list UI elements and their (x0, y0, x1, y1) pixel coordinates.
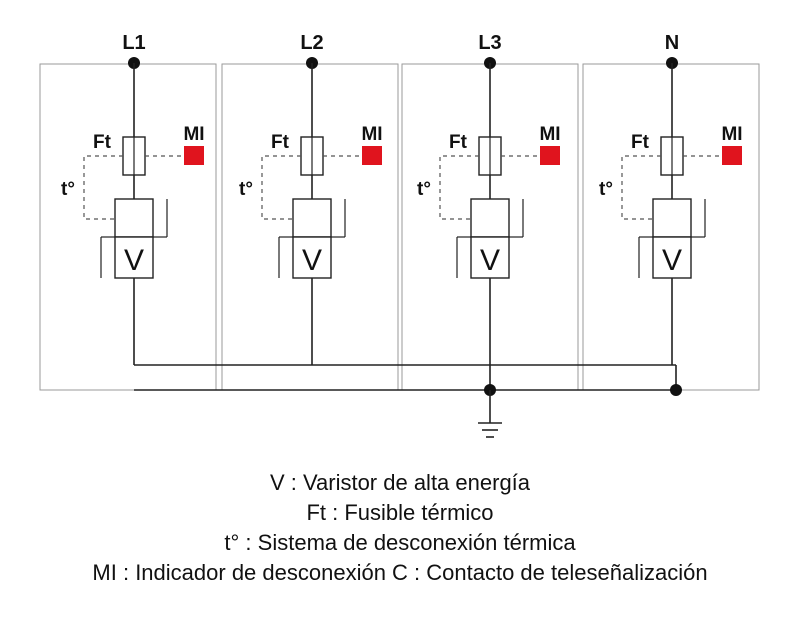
disconnect-indicator (184, 146, 204, 165)
varistor-upper (292, 198, 332, 238)
terminal-label: L1 (122, 32, 145, 54)
fuse-label: Ft (93, 132, 112, 153)
thermal-label: t° (239, 179, 253, 200)
legend-thermal-disconnect: t° : Sistema de desconexión térmica (224, 530, 576, 555)
thermal-label: t° (599, 179, 613, 200)
n-ground-node (670, 384, 682, 396)
terminal-label: N (665, 32, 679, 54)
varistor-body (470, 236, 510, 279)
fuse-label: Ft (271, 132, 290, 153)
varistor-body (114, 236, 154, 279)
disconnect-indicator (362, 146, 382, 165)
varistor-label: V (302, 244, 322, 277)
varistor-label: V (124, 244, 144, 277)
legend-thermal-fuse: Ft : Fusible térmico (306, 500, 494, 525)
disconnect-indicator (722, 146, 742, 165)
bus-layer (134, 364, 682, 438)
indicator-label: MI (183, 124, 204, 145)
indicator-label: MI (539, 124, 560, 145)
terminal-label: L3 (478, 32, 501, 54)
varistor-upper (114, 198, 154, 238)
disconnect-indicator (540, 146, 560, 165)
varistor-label: V (480, 244, 500, 277)
legend-indicator-contact: MI : Indicador de desconexión C : Contac… (92, 560, 708, 585)
thermal-label: t° (61, 179, 75, 200)
varistor-upper (470, 198, 510, 238)
terminal-label: L2 (300, 32, 323, 54)
thermal-label: t° (417, 179, 431, 200)
earth-ground-icon (478, 422, 502, 438)
fuse-label: Ft (631, 132, 650, 153)
thermal-link (261, 155, 301, 220)
thermal-link (439, 155, 479, 220)
legend: V : Varistor de alta energía Ft : Fusibl… (0, 468, 800, 588)
indicator-label: MI (361, 124, 382, 145)
varistor-upper (652, 198, 692, 238)
indicator-label: MI (721, 124, 742, 145)
varistor-label: V (662, 244, 682, 277)
module-enclosure (39, 63, 217, 391)
module-n: N Ft MI t° V (582, 32, 760, 391)
fuse-label: Ft (449, 132, 468, 153)
thermal-link (621, 155, 661, 220)
thermal-link (83, 155, 123, 220)
legend-varistor: V : Varistor de alta energía (269, 470, 531, 495)
varistor-body (652, 236, 692, 279)
